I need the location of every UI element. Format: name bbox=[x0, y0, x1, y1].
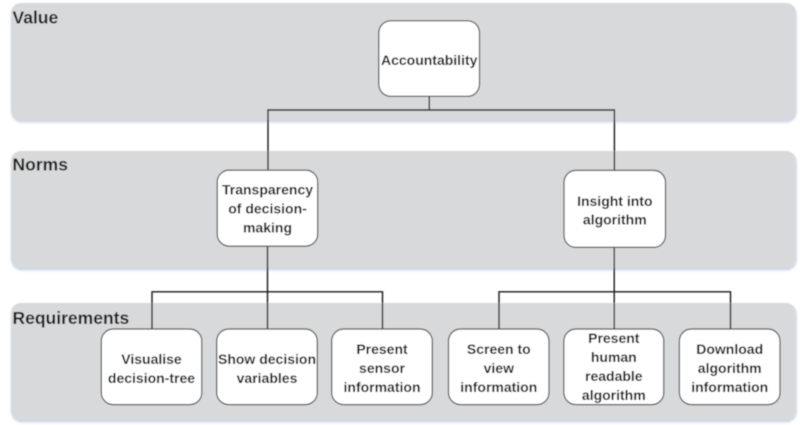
svg-text:algorithm: algorithm bbox=[698, 360, 762, 376]
svg-text:information: information bbox=[460, 379, 537, 395]
svg-text:of decision-: of decision- bbox=[228, 201, 307, 217]
svg-text:Show decision: Show decision bbox=[218, 351, 316, 367]
svg-text:Accountability: Accountability bbox=[381, 52, 478, 68]
svg-text:Norms: Norms bbox=[13, 155, 69, 175]
svg-text:human: human bbox=[591, 349, 637, 365]
svg-text:Requirements: Requirements bbox=[13, 308, 130, 328]
svg-text:Insight into: Insight into bbox=[577, 193, 652, 209]
svg-text:making: making bbox=[243, 220, 292, 236]
svg-text:algorithm: algorithm bbox=[583, 211, 647, 227]
svg-text:Value: Value bbox=[13, 8, 59, 28]
svg-text:sensor: sensor bbox=[359, 360, 405, 376]
svg-text:view: view bbox=[484, 360, 514, 376]
svg-text:decision-tree: decision-tree bbox=[108, 370, 195, 386]
svg-text:algorithm: algorithm bbox=[582, 387, 646, 403]
svg-text:Visualise: Visualise bbox=[121, 351, 182, 367]
svg-text:Transparency: Transparency bbox=[222, 182, 313, 198]
svg-text:Present: Present bbox=[356, 341, 408, 357]
svg-text:Download: Download bbox=[696, 341, 763, 357]
svg-text:information: information bbox=[691, 379, 768, 395]
svg-text:information: information bbox=[344, 379, 421, 395]
svg-text:variables: variables bbox=[237, 370, 298, 386]
svg-text:Present: Present bbox=[588, 330, 640, 346]
svg-text:Screen to: Screen to bbox=[467, 341, 531, 357]
svg-text:readable: readable bbox=[585, 368, 643, 384]
